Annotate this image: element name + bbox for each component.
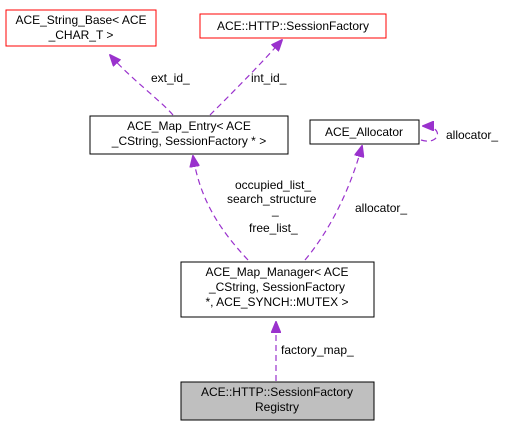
node-registry-line2: Registry xyxy=(255,400,299,414)
node-map-manager-line1: ACE_Map_Manager< ACE xyxy=(205,265,348,279)
node-map-entry-line2: _CString, SessionFactory * > xyxy=(111,134,266,148)
node-session-factory[interactable]: ACE::HTTP::SessionFactory xyxy=(199,13,387,39)
node-map-entry[interactable]: ACE_Map_Entry< ACE _CString, SessionFact… xyxy=(89,115,289,155)
edge-allocator-self xyxy=(420,126,438,142)
node-string-base[interactable]: ACE_String_Base< ACE _CHAR_T > xyxy=(5,9,157,47)
node-string-base-line2: _CHAR_T > xyxy=(48,28,114,42)
edge-label-int-id: int_id_ xyxy=(251,71,287,85)
node-map-manager-line3: *, ACE_SYNCH::MUTEX > xyxy=(205,295,348,309)
edge-label-allocator: allocator_ xyxy=(355,201,407,215)
edge-label-allocator-self: allocator_ xyxy=(446,128,498,142)
node-session-factory-registry[interactable]: ACE::HTTP::SessionFactory Registry xyxy=(180,381,375,421)
edge-ext-id xyxy=(110,55,174,116)
node-session-factory-line1: ACE::HTTP::SessionFactory xyxy=(217,19,369,33)
edge-label-free-list: free_list_ xyxy=(249,221,298,235)
edge-map-manager-to-allocator xyxy=(304,146,362,261)
node-map-entry-line1: ACE_Map_Entry< ACE xyxy=(127,119,251,133)
edge-label-underscore: _ xyxy=(271,203,279,217)
node-map-manager[interactable]: ACE_Map_Manager< ACE _CString, SessionFa… xyxy=(180,261,375,318)
edge-int-id xyxy=(209,40,282,116)
node-registry-line1: ACE::HTTP::SessionFactory xyxy=(201,385,353,399)
edge-label-factory-map: factory_map_ xyxy=(281,343,354,357)
edge-map-manager-to-map-entry xyxy=(193,156,249,261)
node-allocator[interactable]: ACE_Allocator xyxy=(309,119,420,145)
node-allocator-line1: ACE_Allocator xyxy=(325,125,403,139)
edge-label-search-structure: search_structure xyxy=(227,192,317,206)
node-map-manager-line2: _CString, SessionFactory xyxy=(208,280,345,294)
edge-label-ext-id: ext_id_ xyxy=(151,71,190,85)
node-string-base-line1: ACE_String_Base< ACE xyxy=(15,13,146,27)
edge-label-occupied-list: occupied_list_ xyxy=(235,178,311,192)
